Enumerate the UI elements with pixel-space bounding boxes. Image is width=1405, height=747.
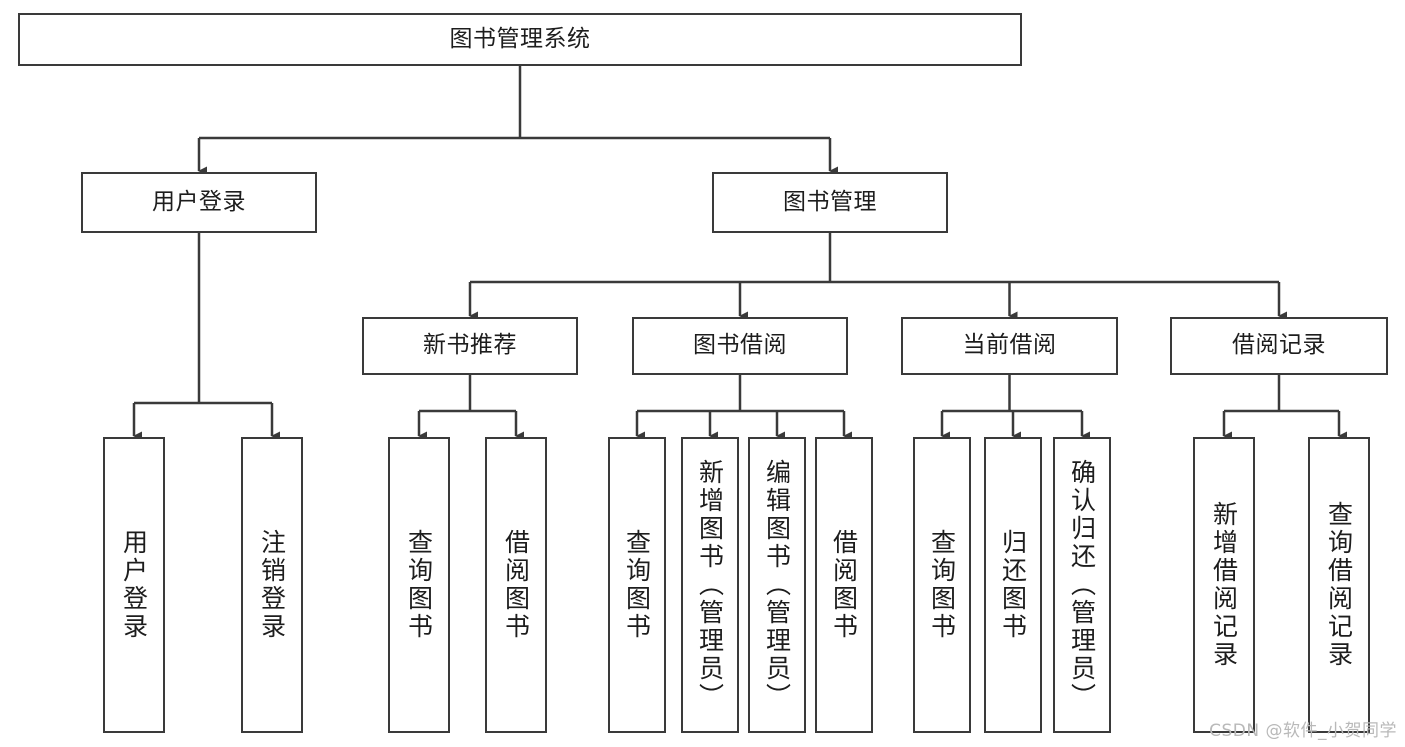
node-label: 用户登录: [152, 188, 246, 215]
node-leaf-confirm-return[interactable]: 确认归还（管理员）: [1053, 437, 1111, 733]
node-label: 图书借阅: [693, 332, 787, 359]
node-label: 借阅记录: [1232, 332, 1326, 359]
node-leaf-add-book[interactable]: 新增图书（管理员）: [681, 437, 739, 733]
node-label: 当前借阅: [962, 332, 1057, 359]
node-leaf-query-book-cur[interactable]: 查询图书: [913, 437, 971, 733]
node-label: 注销登录: [257, 529, 287, 641]
node-label: 查询图书: [622, 529, 652, 641]
node-label: 归还图书: [998, 529, 1028, 641]
node-label: 借阅图书: [501, 529, 531, 641]
node-user-login[interactable]: 用户登录: [81, 172, 317, 233]
node-book-borrow[interactable]: 图书借阅: [632, 317, 848, 375]
node-label: 图书管理: [783, 188, 877, 215]
node-label: 查询图书: [404, 529, 434, 641]
node-label: 查询借阅记录: [1324, 501, 1354, 669]
node-label: 编辑图书（管理员）: [762, 459, 792, 711]
node-leaf-user-login[interactable]: 用户登录: [103, 437, 165, 733]
node-leaf-query-book[interactable]: 查询图书: [608, 437, 666, 733]
node-borrow-record[interactable]: 借阅记录: [1170, 317, 1388, 375]
node-label: 新增图书（管理员）: [695, 459, 725, 711]
csdn-watermark: CSDN @软件_小贺同学: [1209, 721, 1397, 741]
node-label: 图书管理系统: [449, 25, 591, 52]
node-root[interactable]: 图书管理系统: [18, 13, 1022, 66]
node-leaf-query-record[interactable]: 查询借阅记录: [1308, 437, 1370, 733]
node-book-manage[interactable]: 图书管理: [712, 172, 948, 233]
node-label: 借阅图书: [829, 529, 859, 641]
node-label: 新书推荐: [423, 332, 517, 359]
node-leaf-logout[interactable]: 注销登录: [241, 437, 303, 733]
node-leaf-query-book-rec[interactable]: 查询图书: [388, 437, 450, 733]
node-leaf-edit-book[interactable]: 编辑图书（管理员）: [748, 437, 806, 733]
node-leaf-add-record[interactable]: 新增借阅记录: [1193, 437, 1255, 733]
node-leaf-return-book[interactable]: 归还图书: [984, 437, 1042, 733]
node-label: 新增借阅记录: [1209, 501, 1239, 669]
node-leaf-borrow-book[interactable]: 借阅图书: [815, 437, 873, 733]
node-new-book-rec[interactable]: 新书推荐: [362, 317, 578, 375]
node-label: 查询图书: [927, 529, 957, 641]
node-label: 用户登录: [119, 529, 149, 641]
node-current-borrow[interactable]: 当前借阅: [901, 317, 1118, 375]
node-label: 确认归还（管理员）: [1067, 459, 1097, 711]
node-leaf-borrow-book-rec[interactable]: 借阅图书: [485, 437, 547, 733]
